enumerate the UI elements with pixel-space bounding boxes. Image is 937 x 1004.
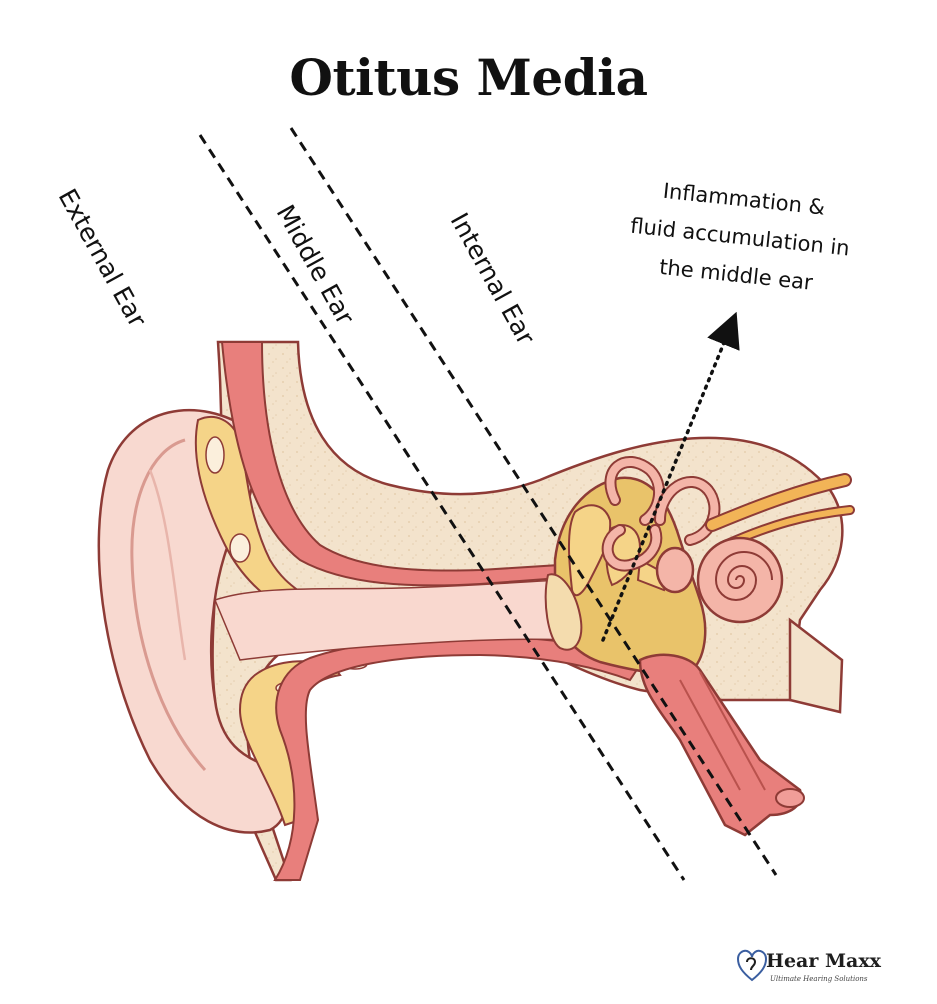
petrous-area xyxy=(788,617,844,714)
auricle-inner-fold xyxy=(148,469,187,661)
heart-ear-icon xyxy=(736,949,768,982)
divider-external-middle xyxy=(198,134,686,881)
logo-tagline: Ultimate Hearing Solutions xyxy=(770,975,868,983)
cochlea-spiral xyxy=(714,551,773,601)
page-title: Otitus Media xyxy=(289,48,648,107)
semicircular-canal-3-fill xyxy=(603,526,661,570)
vestibule xyxy=(655,546,695,594)
auditory-nerve-fill xyxy=(707,475,850,530)
auricle-fold xyxy=(130,438,207,772)
brand-logo: Hear Maxx Ultimate Hearing Solutions xyxy=(736,948,916,988)
logo-name: Hear Maxx xyxy=(766,950,881,972)
eustachian-tube-lumen xyxy=(679,671,766,791)
dotted-arrow-icon xyxy=(601,311,740,642)
divider-middle-internal xyxy=(289,127,778,876)
eustachian-tube xyxy=(638,653,803,837)
canal-skin-lower xyxy=(273,636,642,881)
cochlea xyxy=(696,536,784,624)
